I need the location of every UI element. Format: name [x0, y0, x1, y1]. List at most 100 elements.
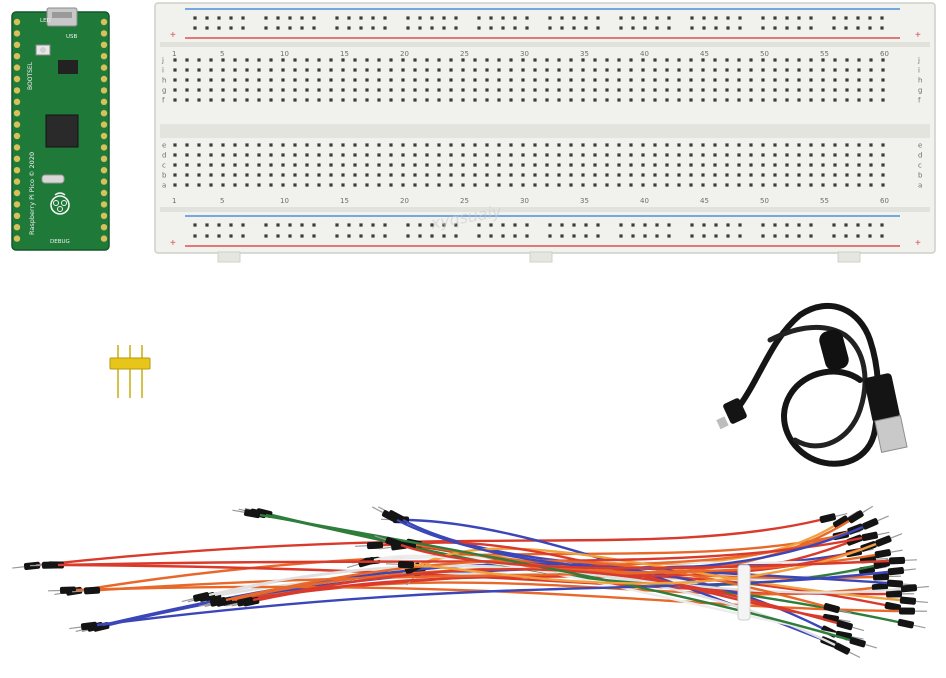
pico-pad [100, 178, 108, 185]
wire-connector [80, 621, 98, 631]
breadboard-hole [689, 78, 693, 82]
rail-hole [525, 223, 529, 227]
breadboard-hole [257, 88, 261, 92]
breadboard-hole [185, 163, 189, 167]
breadboard-hole [365, 88, 369, 92]
breadboard-hole [269, 98, 273, 102]
breadboard-hole [881, 68, 885, 72]
rail-hole [572, 26, 576, 30]
pico-pad [13, 53, 21, 60]
rail-hole [761, 16, 765, 20]
micro-usb-plug [723, 398, 747, 424]
breadboard-hole [581, 98, 585, 102]
breadboard-hole [305, 183, 309, 187]
breadboard-hole [581, 78, 585, 82]
breadboard-hole [497, 183, 501, 187]
breadboard-hole [869, 153, 873, 157]
breadboard-hole [329, 58, 333, 62]
rail-hole [596, 223, 600, 227]
breadboard-hole [653, 78, 657, 82]
wire-connector [83, 586, 101, 595]
breadboard-hole [425, 183, 429, 187]
breadboard-hole [473, 173, 477, 177]
breadboard-hole [281, 88, 285, 92]
breadboard-hole [341, 58, 345, 62]
breadboard-hole [437, 163, 441, 167]
wire-connector [897, 618, 915, 629]
breadboard-hole [737, 163, 741, 167]
pico-pad [100, 201, 108, 208]
breadboard-hole [809, 143, 813, 147]
breadboard-hole [725, 88, 729, 92]
rail-hole [264, 234, 268, 238]
breadboard-hole [653, 153, 657, 157]
rail-hole [217, 26, 221, 30]
wire-connector [836, 620, 853, 631]
breadboard-hole [401, 88, 405, 92]
breadboard-hole [545, 68, 549, 72]
jumper-wire [95, 570, 890, 627]
rail-hole [454, 223, 458, 227]
breadboard-hole [833, 98, 837, 102]
breadboard-hole [821, 163, 825, 167]
breadboard-hole [245, 98, 249, 102]
rail-hole [726, 26, 730, 30]
rail-hole [501, 16, 505, 20]
wire-connector [884, 601, 902, 612]
breadboard-hole [197, 163, 201, 167]
breadboard-hole [701, 68, 705, 72]
breadboard-hole [533, 88, 537, 92]
breadboard-hole [425, 173, 429, 177]
wire-connector [871, 582, 889, 592]
rail-hole [241, 26, 245, 30]
breadboard-hole [737, 143, 741, 147]
breadboard-hole [257, 163, 261, 167]
breadboard-hole [713, 68, 717, 72]
breadboard-hole [857, 98, 861, 102]
rail-hole [667, 26, 671, 30]
breadboard-hole [533, 58, 537, 62]
breadboard-hole [761, 163, 765, 167]
breadboard-hole [665, 98, 669, 102]
breadboard-hole [473, 58, 477, 62]
breadboard-hole [413, 68, 417, 72]
rail-hole [276, 234, 280, 238]
breadboard-hole [749, 173, 753, 177]
breadboard-hole [665, 143, 669, 147]
breadboard-hole [593, 68, 597, 72]
breadboard-hole [269, 163, 273, 167]
breadboard-hole [641, 143, 645, 147]
pico-debug-label: DEBUG [50, 239, 70, 245]
breadboard-hole [389, 88, 393, 92]
column-number: 55 [820, 197, 829, 205]
breadboard-hole [173, 58, 177, 62]
breadboard-hole [533, 98, 537, 102]
breadboard-hole [341, 173, 345, 177]
rail-hole [809, 223, 813, 227]
rail-hole [525, 16, 529, 20]
breadboard-hole [569, 173, 573, 177]
column-number: 10 [280, 197, 289, 205]
breadboard-hole [185, 68, 189, 72]
breadboard-hole [617, 143, 621, 147]
breadboard-hole [401, 183, 405, 187]
breadboard-hole [665, 153, 669, 157]
breadboard-hole [665, 88, 669, 92]
breadboard-hole [749, 98, 753, 102]
pico-pad [100, 144, 108, 151]
breadboard-hole [881, 58, 885, 62]
rail-hole [193, 223, 197, 227]
breadboard-hole [209, 68, 213, 72]
rail-hole [844, 26, 848, 30]
breadboard-hole [365, 78, 369, 82]
column-number: 20 [400, 197, 409, 205]
breadboard-hole [701, 78, 705, 82]
breadboard-hole [209, 153, 213, 157]
rail-hole [335, 26, 339, 30]
crystal [41, 174, 65, 184]
rail-hole [359, 16, 363, 20]
rail-hole [229, 223, 233, 227]
breadboard-hole [605, 163, 609, 167]
rail-hole [217, 16, 221, 20]
breadboard-hole [341, 68, 345, 72]
